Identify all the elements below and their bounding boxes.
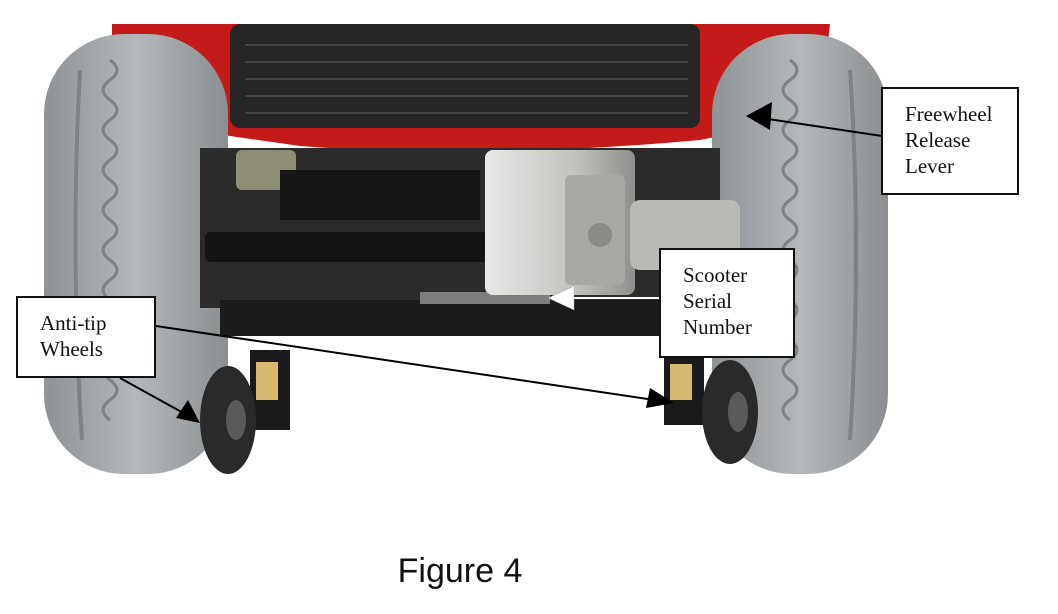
anti-tip-arrow-right (155, 325, 669, 403)
anti-tip-wheels-callout: Anti-tip Wheels (16, 296, 156, 378)
anti-tip-arrowhead-left (176, 400, 200, 423)
right-rear-tire (712, 34, 888, 474)
callout-line: Anti-tip (40, 311, 107, 335)
transaxle-gearbox (485, 150, 740, 295)
scooter-serial-number-callout: Scooter Serial Number (659, 248, 795, 358)
callout-line: Freewheel (905, 102, 993, 126)
rear-bumper (230, 24, 700, 128)
freewheel-lever-arrowhead (746, 102, 772, 130)
anti-tip-wheel-right (664, 355, 758, 464)
callout-line: Release (905, 128, 971, 152)
scooter-photo (44, 24, 888, 474)
serial-number-arrowhead (547, 285, 575, 311)
callout-line: Wheels (40, 337, 103, 361)
callout-line: Lever (905, 154, 954, 178)
figure-caption: Figure 4 (397, 552, 523, 590)
callout-line: Scooter (683, 263, 748, 287)
callout-line: Serial (683, 289, 732, 313)
freewheel-release-lever-callout: Freewheel Release Lever (881, 87, 1019, 195)
callout-line: Number (683, 315, 752, 339)
anti-tip-arrowhead-right (646, 388, 674, 408)
anti-tip-wheel-left (200, 350, 290, 474)
